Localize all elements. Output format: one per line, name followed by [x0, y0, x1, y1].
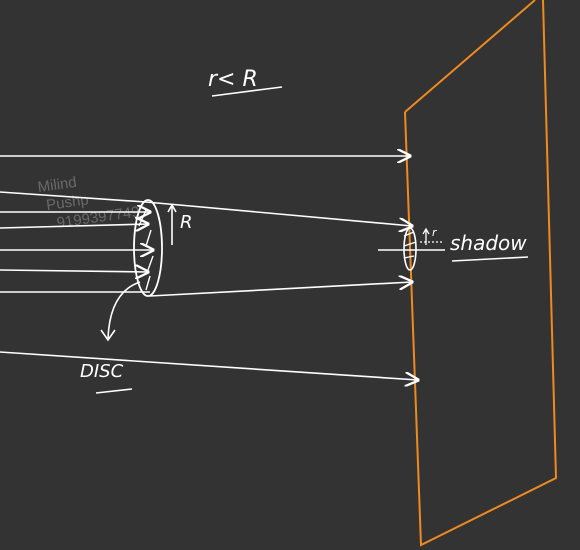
watermark-name: Milind — [37, 174, 78, 196]
label-disc: DISC — [80, 361, 124, 382]
condition-underline — [211, 86, 283, 97]
disc — [133, 199, 163, 297]
ray-edge-bottom — [149, 282, 412, 297]
label-condition: r< R — [208, 67, 258, 92]
label-r: r — [432, 226, 438, 239]
shadow-underline — [451, 256, 529, 262]
screen — [404, 0, 558, 547]
disc-underline — [95, 388, 133, 394]
shadow-on-screen — [378, 227, 445, 271]
ray-edge-top — [145, 201, 412, 226]
disc-pointer-head — [100, 329, 116, 342]
label-shadow: shadow — [450, 231, 527, 255]
label-R: R — [180, 212, 193, 233]
incoming-rays — [0, 191, 153, 293]
ray-bottom — [0, 351, 418, 380]
radius-R-marker — [167, 203, 177, 245]
watermark: Milind Pushp 9199397749 — [37, 174, 141, 232]
disc-pointer — [107, 281, 141, 339]
